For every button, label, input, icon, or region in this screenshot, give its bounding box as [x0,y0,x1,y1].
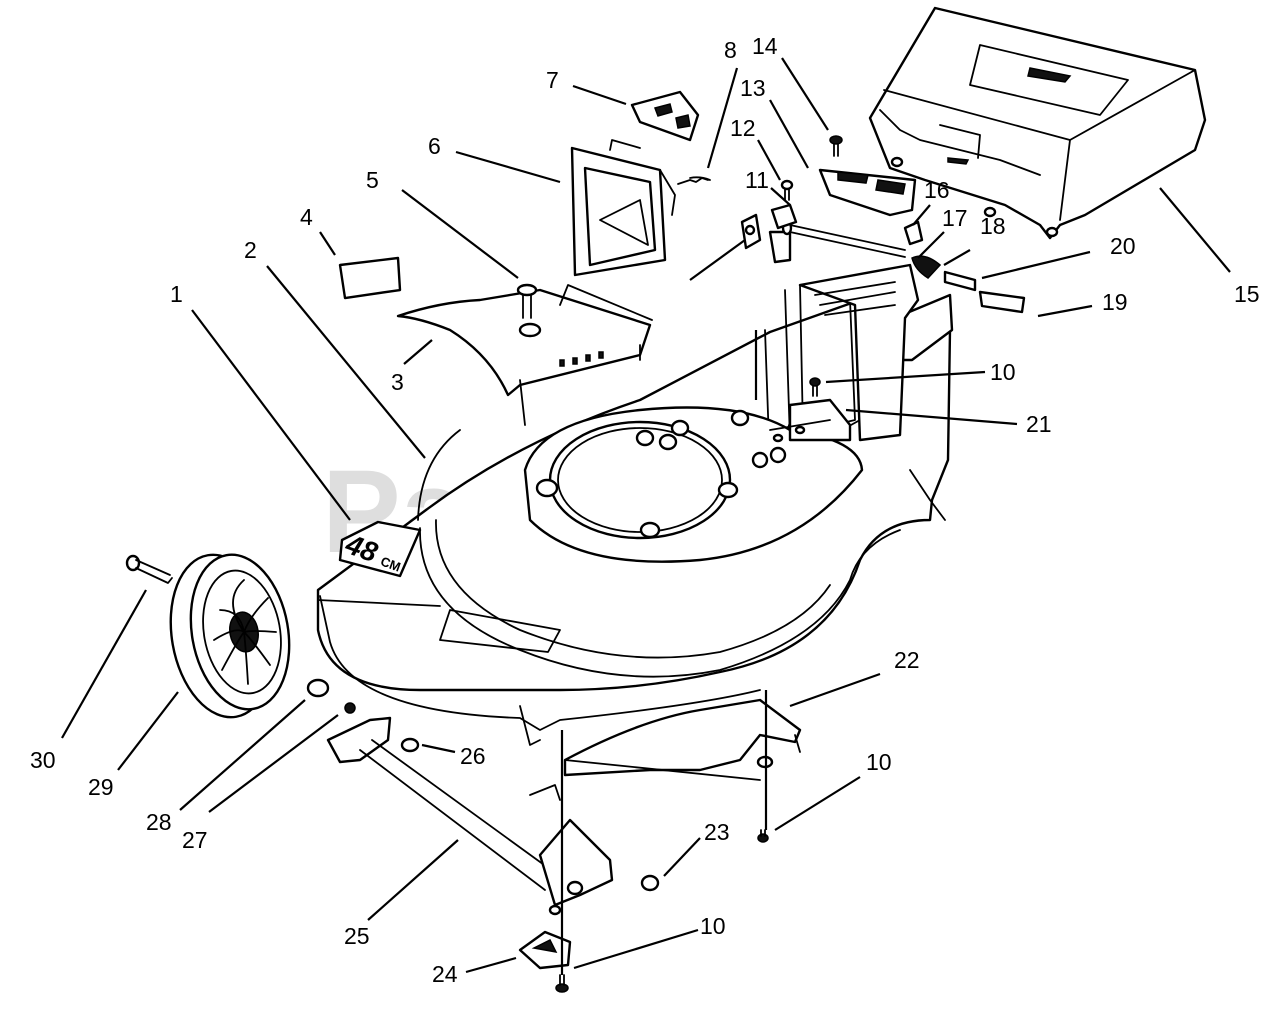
baffle-plate [396,284,653,426]
sleeve-part-20 [943,270,977,292]
discharge-chute [570,139,676,277]
deck-unit-label: CM [379,554,403,575]
callout-18: 18 [980,213,1006,239]
callout-13: 13 [740,75,766,101]
washer-part-27 [344,702,356,714]
axle-assembly [326,716,614,916]
callout-19: 19 [1102,289,1128,315]
callout-1: 1 [170,281,183,307]
callout-11: 11 [745,167,769,193]
callout-15: 15 [1234,281,1260,307]
callout-22: 22 [894,647,920,673]
callout-30: 30 [30,747,56,773]
callout-3: 3 [391,369,404,395]
plate-part-13 [818,168,917,217]
callout-5: 5 [366,167,379,193]
nut-part-23 [640,874,660,892]
callout-labels: 1 2 3 4 5 6 7 8 10 10 10 11 12 13 14 15 … [30,33,1260,987]
callout-4: 4 [300,204,313,230]
screw-part-12 [780,179,794,201]
label-part-19 [978,290,1026,314]
plate-part-22 [563,698,802,781]
baffle-slots [559,351,604,367]
callout-10-bottom: 10 [700,913,726,939]
callout-17: 17 [942,205,968,231]
hinge-bracket-right [768,230,792,264]
bracket-part-24 [518,930,572,970]
callout-24: 24 [432,961,458,987]
bracket-part-21 [769,398,852,443]
callout-25: 25 [344,923,370,949]
screw-part-14 [829,135,843,157]
leader-lines [61,57,1231,975]
callout-8: 8 [724,37,737,63]
callout-28: 28 [146,809,172,835]
decal-part-4 [338,256,402,300]
grass-catcher-hood [868,6,1207,240]
callout-26: 26 [460,743,486,769]
screw-part-10-upper [809,377,821,397]
hinge-bracket-left [740,213,762,250]
callout-23: 23 [704,819,730,845]
callout-21: 21 [1026,411,1052,437]
callout-7: 7 [546,67,559,93]
callout-10-right: 10 [866,749,892,775]
mower-deck: 48 CM [316,284,954,746]
nut-part-26 [400,737,420,753]
callout-16: 16 [924,177,950,203]
callout-20: 20 [1110,233,1136,259]
callout-14: 14 [752,33,778,59]
callout-2: 2 [244,237,257,263]
clip-part-11 [770,203,798,230]
screw-part-10-bottom [555,974,569,993]
callout-27: 27 [182,827,208,853]
wheel-part-29 [169,553,291,719]
callout-29: 29 [88,774,114,800]
spacer-part-28 [306,678,330,698]
bracket-part-7 [630,90,700,142]
hinge-rod [781,220,906,258]
callout-6: 6 [428,133,441,159]
spring-part-18 [911,255,942,279]
callout-12: 12 [730,115,756,141]
bolt-part-5 [516,283,538,319]
bolt-part-30 [125,554,173,584]
callout-10-upper: 10 [990,359,1016,385]
